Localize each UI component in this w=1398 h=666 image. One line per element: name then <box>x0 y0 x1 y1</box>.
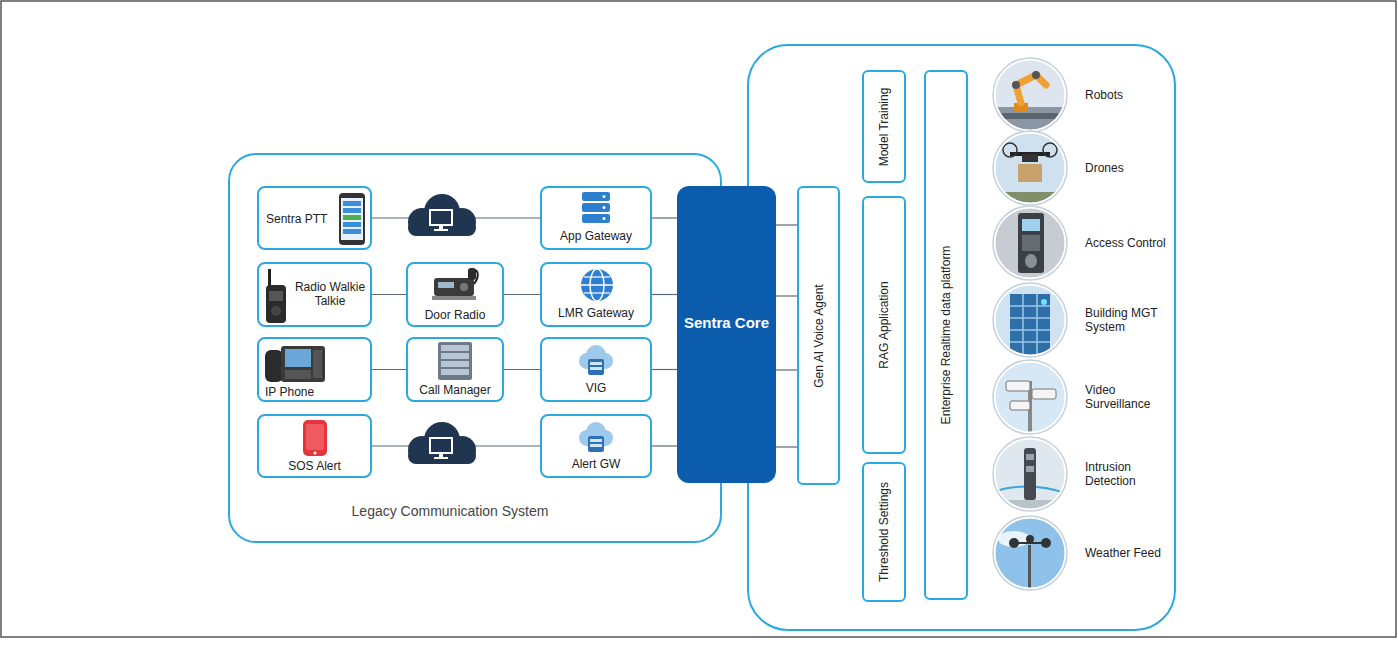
node-label: Legacy Communication System <box>290 503 610 520</box>
source-circle: Intrusion Detection <box>992 436 1182 512</box>
device-icon <box>582 192 610 226</box>
connector-line <box>652 445 677 446</box>
source-picture <box>992 436 1068 512</box>
connector-line <box>776 224 797 225</box>
node-label: SOS Alert <box>259 459 370 473</box>
node-label: Radio Walkie Talkie <box>290 280 370 308</box>
device-box: Sentra PTT <box>257 186 372 250</box>
node-label: Access Control <box>1085 236 1177 250</box>
device-box: IP Phone <box>257 337 372 402</box>
connector-line <box>652 217 677 218</box>
connector-line <box>776 446 797 447</box>
gateway-box: Alert GW <box>540 414 652 478</box>
node-label: Weather Feed <box>1085 546 1171 560</box>
device-icon <box>303 420 327 456</box>
node-label: IP Phone <box>265 385 345 399</box>
node-label: LMR Gateway <box>542 306 650 320</box>
source-circle: Building MGT System <box>992 282 1182 358</box>
node-label: Gen AI Voice Agent <box>812 284 826 387</box>
source-picture <box>992 205 1068 281</box>
node-label: RAG Application <box>877 281 891 368</box>
device-box: Door Radio <box>406 262 504 327</box>
device-icon <box>578 420 614 454</box>
source-circle: Weather Feed <box>992 515 1182 591</box>
connector-line <box>504 294 540 295</box>
connector-line <box>776 295 797 296</box>
node-label: Threshold Settings <box>877 482 891 582</box>
node-label: Enterprise Realtime data platform <box>939 246 953 425</box>
device-box: SOS Alert <box>257 414 372 478</box>
node-label: Robots <box>1085 88 1165 102</box>
node-label: Intrusion Detection <box>1085 460 1161 488</box>
function-bar: Threshold Settings <box>862 462 906 602</box>
node-label: Building MGT System <box>1085 306 1171 334</box>
gateway-box: App Gateway <box>540 186 652 250</box>
device-icon <box>339 193 365 245</box>
source-picture <box>992 57 1068 133</box>
connector-line <box>372 294 406 295</box>
system-group: Legacy Communication System Sentra PTT App… <box>228 153 722 543</box>
source-picture <box>992 515 1068 591</box>
device-icon <box>265 342 327 384</box>
source-picture <box>992 130 1068 206</box>
source-circle: Access Control <box>992 205 1182 281</box>
function-bar: Model Training <box>862 70 906 183</box>
device-icon <box>430 268 480 306</box>
node-label: App Gateway <box>542 229 650 243</box>
connector-line <box>652 369 677 370</box>
platform-bar: Enterprise Realtime data platform <box>924 70 968 600</box>
node-label: Sentra Core <box>677 314 776 332</box>
connector-line <box>776 369 797 370</box>
source-circle: Drones <box>992 130 1182 206</box>
node-label: Sentra PTT <box>266 212 334 226</box>
node-label: Alert GW <box>542 457 650 471</box>
node-label: Drones <box>1085 161 1165 175</box>
device-icon <box>580 268 614 302</box>
device-icon <box>264 269 288 323</box>
function-bar: RAG Application <box>862 196 906 454</box>
agent-bar: Gen AI Voice Agent <box>797 186 840 485</box>
node-label: Door Radio <box>408 308 502 322</box>
connector-line <box>504 369 540 370</box>
node-label: Video Surveillance <box>1085 383 1161 411</box>
node-label: Model Training <box>877 87 891 166</box>
gateway-box: LMR Gateway <box>540 262 652 327</box>
node-label: Call Manager <box>408 383 502 397</box>
source-circle: Robots <box>992 57 1182 133</box>
node-label: VIG <box>542 381 650 395</box>
source-circle: Video Surveillance <box>992 359 1182 435</box>
device-box: Radio Walkie Talkie <box>257 262 372 327</box>
connector-line <box>652 294 677 295</box>
device-icon <box>438 342 472 380</box>
source-picture <box>992 282 1068 358</box>
device-icon <box>578 343 614 377</box>
connector-line <box>372 369 406 370</box>
server-box: Call Manager <box>406 337 504 402</box>
core-block: Sentra Core <box>677 186 776 483</box>
gateway-box: VIG <box>540 337 652 402</box>
source-picture <box>992 359 1068 435</box>
